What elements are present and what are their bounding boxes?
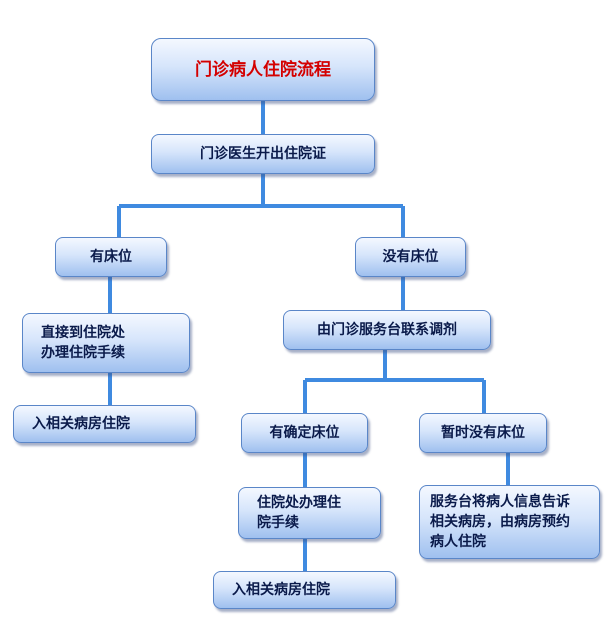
node-no-bed: 没有床位 bbox=[355, 237, 466, 277]
step-outpatient-doctor: 门诊医生开出住院证 bbox=[151, 134, 375, 174]
title-node: 门诊病人住院流程 bbox=[151, 38, 375, 101]
node-temporarily-no-bed: 暂时没有床位 bbox=[419, 413, 547, 453]
node-direct-admission: 直接到住院处 办理住院手续 bbox=[22, 313, 190, 373]
node-enter-ward-left: 入相关病房住院 bbox=[13, 405, 196, 443]
node-enter-ward-right: 入相关病房住院 bbox=[213, 571, 396, 609]
node-has-bed: 有床位 bbox=[55, 237, 167, 277]
node-confirmed-bed: 有确定床位 bbox=[241, 413, 368, 453]
node-service-notify: 服务台将病人信息告诉 相关病房，由病房预约 病人住院 bbox=[419, 485, 600, 559]
node-admission-office: 住院处办理住 院手续 bbox=[238, 487, 381, 539]
node-service-desk: 由门诊服务台联系调剂 bbox=[283, 310, 491, 350]
